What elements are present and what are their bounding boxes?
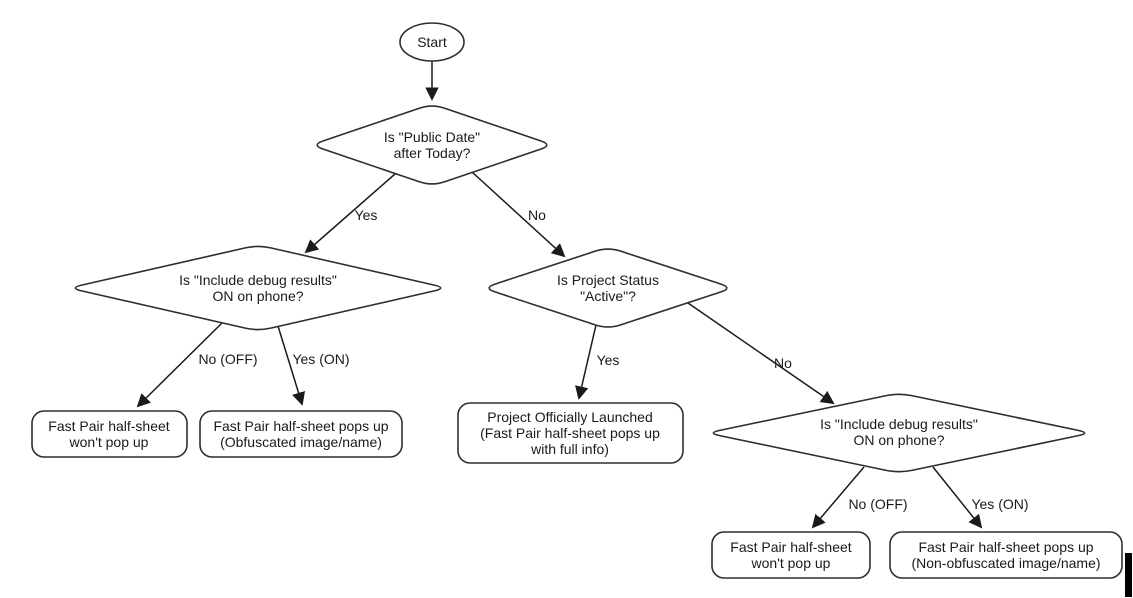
decision-debug-left-label: Is "Include debug results" ON on phone? xyxy=(179,272,337,304)
edge-public-date-yes xyxy=(304,173,396,254)
leaf-launched-label: Project Officially Launched (Fast Pair h… xyxy=(480,409,660,457)
edge-project-status-no xyxy=(687,302,835,405)
edge-public-date-no xyxy=(471,171,566,258)
edge-debug-left-yes xyxy=(277,325,306,406)
edge-debug-right-no xyxy=(811,466,865,529)
leaf-obfuscated-label: Fast Pair half-sheet pops up (Obfuscated… xyxy=(213,418,389,450)
leaf-no-popup-left-label: Fast Pair half-sheet won't pop up xyxy=(48,418,170,450)
leaf-no-popup-right-label: Fast Pair half-sheet won't pop up xyxy=(730,539,852,571)
leaf-obfuscated-shape xyxy=(199,410,403,458)
leaf-no-popup-right-shape xyxy=(711,531,871,579)
edge-label-public-date-yes: Yes xyxy=(354,207,378,223)
leaf-launched-shape xyxy=(457,402,684,464)
edge-label-debug-right-no: No (OFF) xyxy=(848,496,908,512)
text-cursor-artifact xyxy=(1125,553,1132,597)
decision-project-status-shape xyxy=(488,248,728,328)
edge-label-debug-right-yes: Yes (ON) xyxy=(971,496,1029,512)
decision-debug-right-label: Is "Include debug results" ON on phone? xyxy=(820,416,978,448)
decision-project-status-label: Is Project Status "Active"? xyxy=(557,272,659,304)
edge-label-project-status-yes: Yes xyxy=(596,352,620,368)
leaf-non-obfuscated-shape xyxy=(889,531,1123,579)
decision-debug-right-shape xyxy=(712,393,1086,473)
start-node-label: Start xyxy=(417,34,447,50)
decision-public-date-shape xyxy=(316,105,548,185)
decision-debug-left-shape xyxy=(74,245,442,331)
leaf-non-obfuscated-label: Fast Pair half-sheet pops up (Non-obfusc… xyxy=(911,539,1101,571)
edge-debug-right-yes xyxy=(932,466,983,529)
decision-public-date-label: Is "Public Date" after Today? xyxy=(383,129,481,161)
start-node-shape xyxy=(399,22,465,62)
edge-label-debug-left-yes: Yes (ON) xyxy=(292,351,350,367)
edge-label-project-status-no: No xyxy=(774,355,792,371)
edge-label-public-date-no: No xyxy=(528,207,546,223)
leaf-no-popup-left-shape xyxy=(31,410,188,458)
edge-project-status-yes xyxy=(575,324,597,400)
edge-debug-left-no xyxy=(136,322,223,408)
edge-label-debug-left-no: No (OFF) xyxy=(198,351,258,367)
